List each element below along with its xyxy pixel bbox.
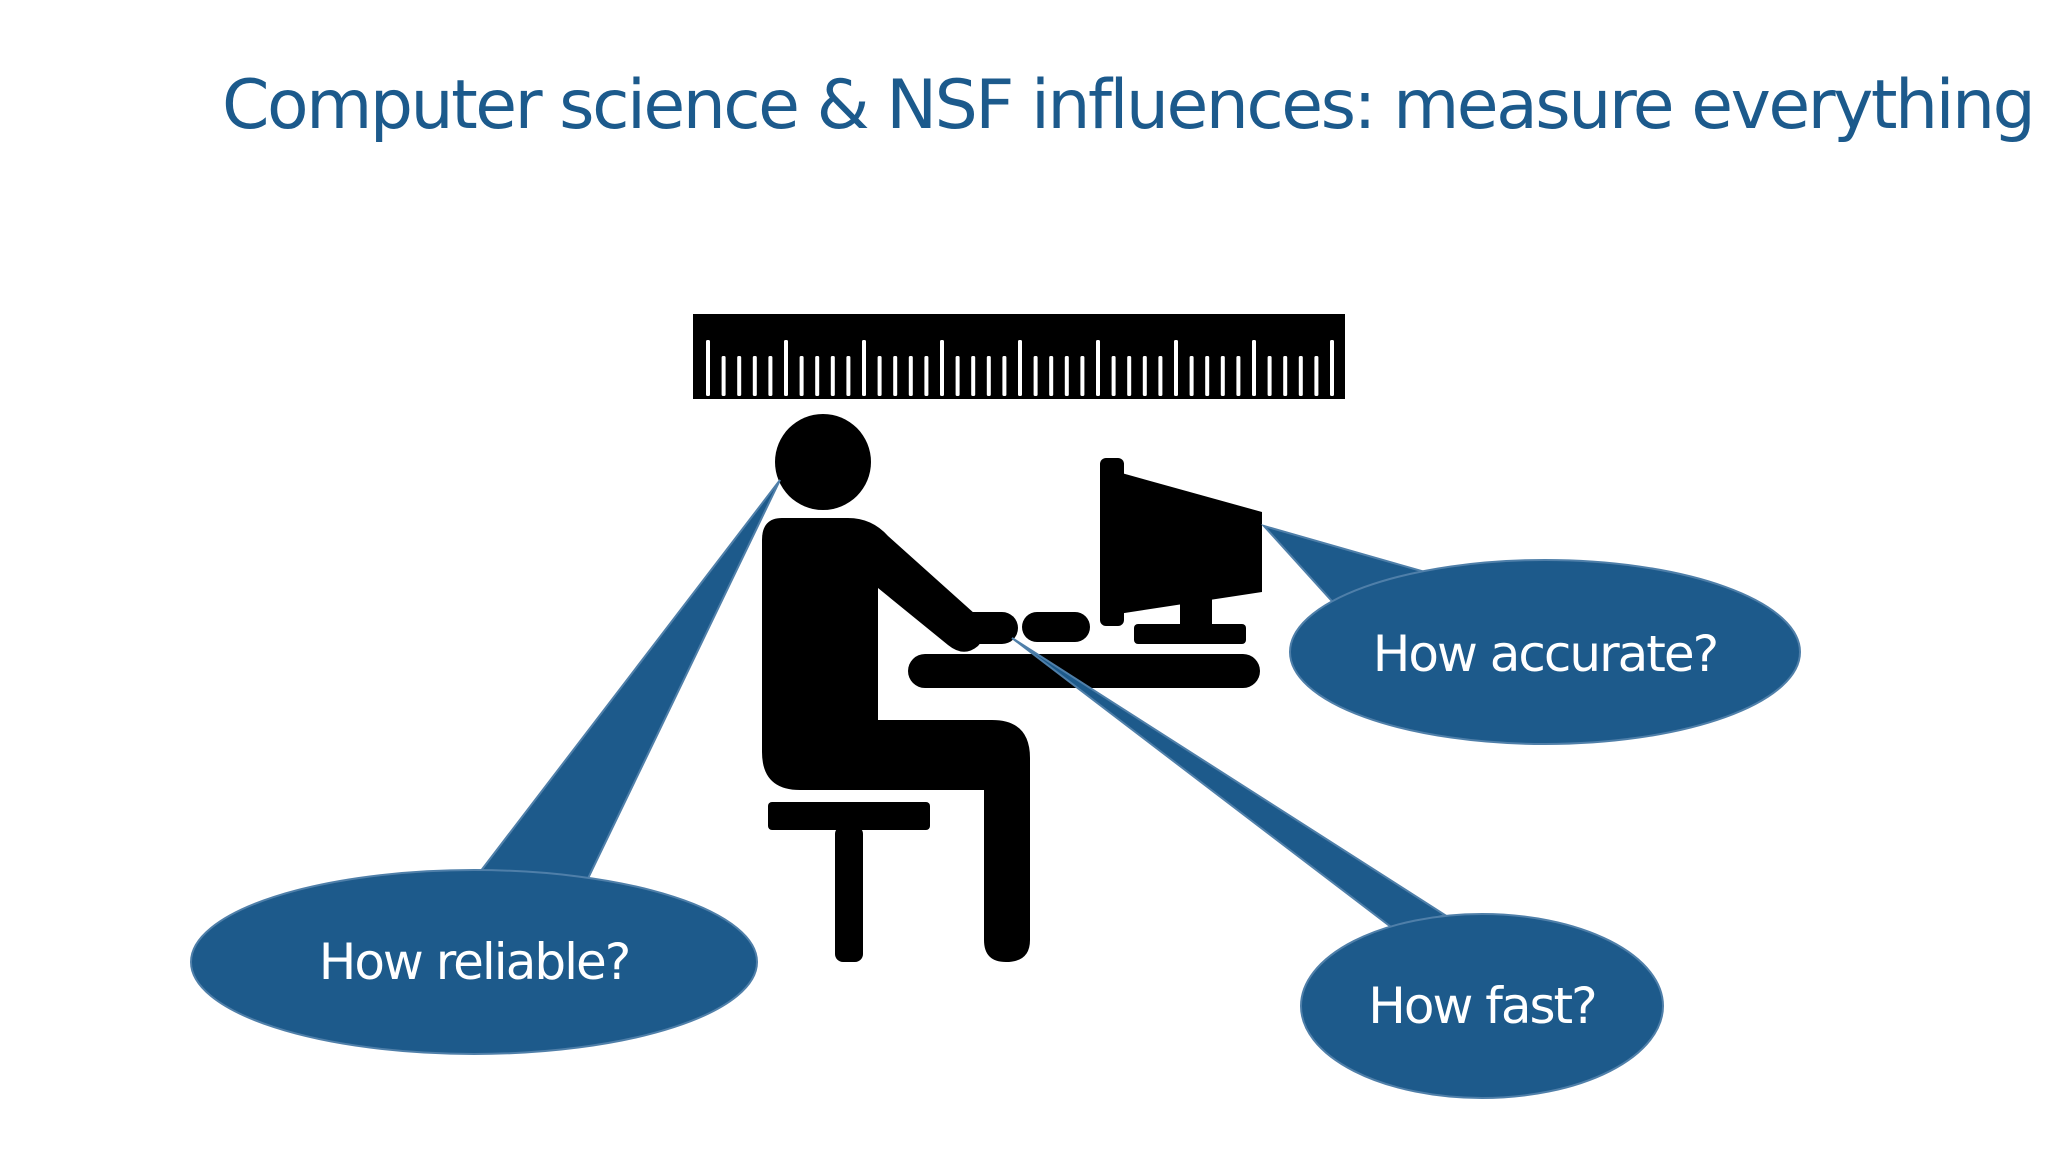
ruler-tick	[1064, 356, 1069, 396]
ruler-tick	[1158, 356, 1163, 396]
callout-reliable	[190, 479, 781, 1055]
ruler-icon	[693, 314, 1345, 399]
callout-reliable-bubble	[190, 869, 758, 1055]
monitor-screen	[1118, 472, 1262, 614]
keyboard	[1022, 612, 1090, 642]
ruler-tick	[706, 340, 710, 396]
ruler-tick	[1283, 356, 1288, 396]
ruler-tick	[1111, 356, 1116, 396]
ruler-tick	[1002, 356, 1007, 396]
ruler-tick	[1033, 356, 1038, 396]
chair-leg	[835, 826, 863, 962]
ruler-tick	[924, 356, 929, 396]
callout-reliable-pointer	[468, 479, 781, 897]
ruler-tick	[768, 356, 773, 396]
chair-seat	[768, 802, 930, 830]
ruler-tick	[908, 356, 913, 396]
ruler-tick	[1205, 356, 1210, 396]
slide-title: Computer science & NSF influences: measu…	[222, 66, 2036, 145]
callout-fast	[1011, 637, 1664, 1099]
callout-accurate-label: How accurate?	[1372, 625, 1719, 683]
ruler-tick	[1142, 356, 1147, 396]
monitor-base	[1134, 624, 1246, 644]
ruler-tick	[784, 340, 788, 396]
ruler-tick	[1298, 356, 1303, 396]
person-torso	[762, 518, 1030, 962]
ruler-tick	[1049, 356, 1054, 396]
ruler-tick	[1189, 356, 1194, 396]
callout-fast-bubble	[1300, 913, 1664, 1099]
ruler-tick	[1096, 340, 1100, 396]
ruler-tick	[1127, 356, 1132, 396]
ruler-tick	[862, 340, 866, 396]
ruler-tick	[1267, 356, 1272, 396]
ruler-tick	[1236, 356, 1241, 396]
ruler-tick	[1314, 356, 1319, 396]
ruler-tick	[971, 356, 976, 396]
ruler-tick	[1080, 356, 1085, 396]
ruler-tick	[846, 356, 851, 396]
ruler-tick	[1252, 340, 1256, 396]
ruler-tick	[877, 356, 882, 396]
ruler-tick	[1330, 340, 1334, 396]
ruler-tick	[940, 340, 944, 396]
person-head	[775, 414, 871, 510]
person-at-computer-icon	[762, 414, 1262, 962]
ruler-tick	[955, 356, 960, 396]
ruler-tick	[752, 356, 757, 396]
ruler-tick	[1174, 340, 1178, 396]
callout-reliable-label: How reliable?	[318, 933, 632, 991]
ruler-tick	[799, 356, 804, 396]
ruler-tick	[1220, 356, 1225, 396]
ruler-tick	[737, 356, 742, 396]
callout-fast-label: How fast?	[1368, 977, 1597, 1035]
desk	[908, 654, 1260, 688]
person-hand	[950, 612, 1018, 644]
ruler-tick	[815, 356, 820, 396]
ruler-tick	[1018, 340, 1022, 396]
ruler-tick	[893, 356, 898, 396]
callout-accurate-bubble	[1289, 559, 1801, 745]
callout-accurate	[1260, 524, 1801, 745]
ruler-tick	[986, 356, 991, 396]
ruler-tick	[830, 356, 835, 396]
ruler-tick	[721, 356, 726, 396]
